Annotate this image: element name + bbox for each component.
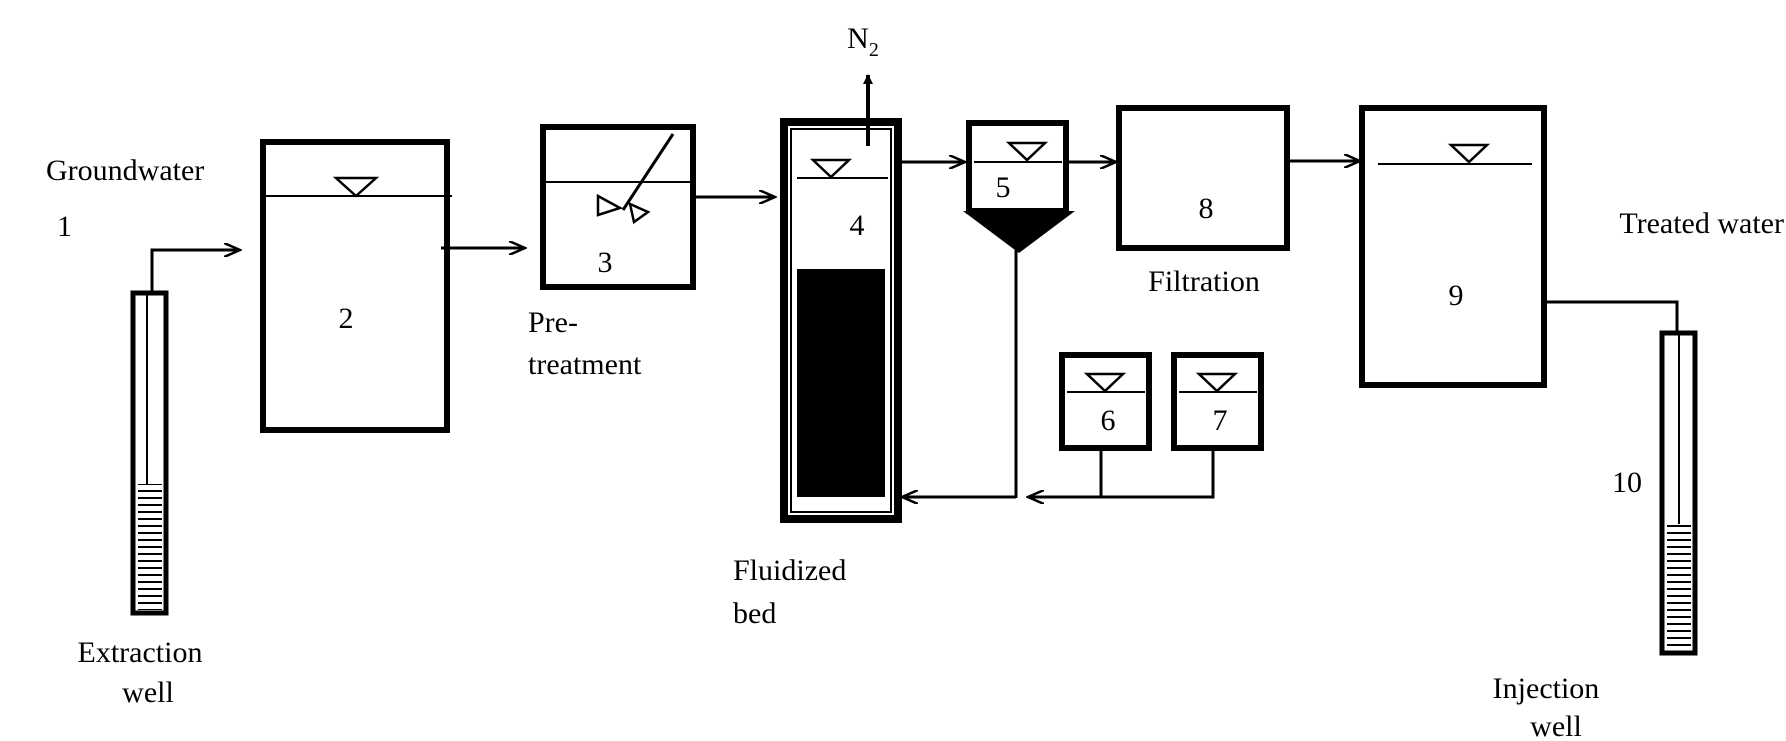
label-injection-well-line1: Injection bbox=[1493, 672, 1600, 705]
label-number-10: 10 bbox=[1612, 466, 1642, 499]
flow-arrow-well-to-tank2 bbox=[150, 250, 240, 293]
filtration-unit-8 bbox=[1116, 105, 1290, 251]
label-filtration: Filtration bbox=[1148, 265, 1260, 298]
label-number-8: 8 bbox=[1199, 192, 1214, 225]
label-number-6: 6 bbox=[1101, 404, 1116, 437]
gas-subscript: 2 bbox=[869, 39, 879, 61]
mixer-blade-icon bbox=[628, 201, 651, 225]
label-pretreatment-line1: Pre- bbox=[528, 306, 578, 339]
nutrient-tank-7 bbox=[1171, 352, 1264, 451]
flow-arrow-tank9-to-injection-well bbox=[1544, 300, 1682, 431]
gas-symbol: N bbox=[847, 22, 869, 55]
label-number-9: 9 bbox=[1449, 279, 1464, 312]
storage-tank-9 bbox=[1359, 105, 1547, 388]
label-number-2: 2 bbox=[339, 302, 354, 335]
feed-line-tanks-6-7 bbox=[1099, 448, 1215, 499]
injection-well bbox=[1659, 330, 1698, 656]
mixer-shaft bbox=[621, 133, 675, 211]
label-injection-well-line2: well bbox=[1530, 710, 1582, 741]
label-treated-water: Treated water bbox=[1619, 207, 1784, 240]
tank-2 bbox=[260, 139, 452, 433]
extraction-well bbox=[130, 290, 169, 616]
label-fluidized-bed-line1: Fluidized bbox=[733, 554, 846, 587]
clarifier-5 bbox=[963, 120, 1075, 498]
label-nitrogen-gas: N2 bbox=[847, 22, 879, 61]
label-number-4: 4 bbox=[850, 209, 865, 242]
fluidized-bed-reactor-4 bbox=[780, 118, 902, 523]
label-extraction-well-line1: Extraction bbox=[78, 636, 203, 669]
label-number-7: 7 bbox=[1213, 404, 1228, 437]
label-number-1: 1 bbox=[57, 210, 72, 243]
label-fluidized-bed-line2: bed bbox=[733, 597, 776, 630]
label-extraction-well-line2: well bbox=[122, 676, 174, 709]
nutrient-tank-6 bbox=[1059, 352, 1152, 451]
bed-media bbox=[797, 269, 885, 497]
label-groundwater: Groundwater bbox=[46, 154, 204, 187]
pretreatment-tank-3 bbox=[540, 124, 696, 290]
label-number-5: 5 bbox=[996, 171, 1011, 204]
label-number-3: 3 bbox=[598, 246, 613, 279]
label-pretreatment-line2: treatment bbox=[528, 348, 642, 381]
mixer-blade-icon bbox=[596, 193, 624, 217]
